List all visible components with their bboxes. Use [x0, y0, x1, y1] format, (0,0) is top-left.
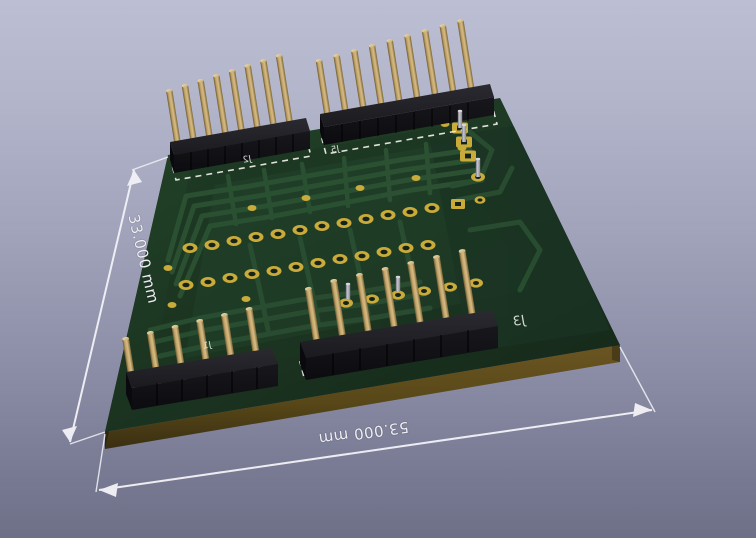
height-dimension-extensions: [69, 156, 169, 445]
height-dimension-line: [62, 169, 142, 443]
header-j3[interactable]: [300, 249, 498, 380]
header-j2-pins: [166, 54, 294, 147]
dimension-lines: [62, 156, 656, 497]
header-j2[interactable]: [166, 54, 310, 173]
header-j3-pins: [304, 249, 478, 351]
silkscreen-ref-j1: J1: [202, 340, 213, 352]
silkscreen-ref-j5: J5: [330, 144, 341, 156]
socket-row-lower: [178, 240, 436, 290]
socket-row-upper: [182, 203, 440, 253]
width-dimension-extensions: [95, 346, 656, 493]
width-dimension-line: [98, 403, 653, 497]
silkscreen-ref-j3: J3: [511, 313, 527, 330]
header-j3-pads: [339, 278, 483, 308]
header-j5-pins: [315, 19, 476, 119]
header-j1[interactable]: [122, 307, 278, 410]
silver-test-pins: [345, 109, 481, 299]
header-j5[interactable]: [315, 19, 494, 145]
copper-traces: [147, 125, 610, 359]
silkscreen-ref-j2: J2: [242, 154, 253, 166]
